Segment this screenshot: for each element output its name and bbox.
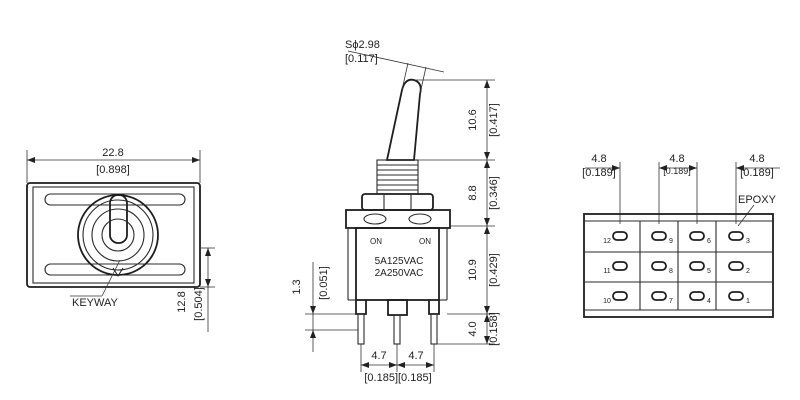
terminal-slot xyxy=(612,261,628,271)
washer-plate xyxy=(345,209,451,229)
base-left-foot xyxy=(355,300,367,315)
pin-number-label: 2 xyxy=(746,268,750,275)
body-mm-label: 10.9 xyxy=(467,259,479,280)
bushing-in-label: [0.346] xyxy=(488,176,500,210)
on-left-label: ON xyxy=(370,237,382,246)
body-in-label: [0.429] xyxy=(488,253,500,287)
terminal-grid: 12 9 6 3 11 8 5 2 10 7 4 1 xyxy=(603,231,750,305)
small-in-label: [0.051] xyxy=(318,266,330,300)
terminal-slot xyxy=(728,291,744,301)
pin-number-label: 11 xyxy=(603,268,610,275)
upper-slot xyxy=(44,193,186,206)
mounting-nut xyxy=(361,193,434,211)
hex-nut-inner xyxy=(82,199,154,271)
epoxy-label: EPOXY xyxy=(738,194,777,206)
bushing-dia-mm-label: Sϕ2.98 xyxy=(345,39,380,51)
keyway-label: KEYWAY xyxy=(72,297,119,309)
bushing-dia-in-label: [0.117] xyxy=(345,53,378,65)
pitch-3-in-label: [0.189] xyxy=(740,167,774,179)
pitch-left-mm-label: 4.7 xyxy=(371,350,386,362)
terminal-slot xyxy=(612,291,628,301)
on-right-label: ON xyxy=(419,237,431,246)
pitch-1-in-label: [0.189] xyxy=(582,167,616,179)
terminal-slot xyxy=(689,291,705,301)
pitch-right-mm-label: 4.7 xyxy=(408,350,423,362)
bushing-bore xyxy=(101,218,135,252)
bushing-mm-label: 8.8 xyxy=(467,185,479,200)
base-right-foot xyxy=(428,300,440,315)
rating-line-2: 2A250VAC xyxy=(375,268,424,279)
pin-number-label: 12 xyxy=(603,238,611,245)
hex-nut-outer xyxy=(77,194,159,276)
terminal-len-mm-label: 4.0 xyxy=(467,321,479,336)
small-mm-label: 1.3 xyxy=(291,279,303,294)
terminal-slot xyxy=(612,231,628,241)
lever-mm-label: 10.6 xyxy=(467,109,479,130)
nut-right-dome xyxy=(408,213,432,225)
terminal-right xyxy=(430,313,438,345)
terminal-left xyxy=(357,313,365,345)
bushing-ring xyxy=(91,208,145,262)
pin-number-label: 7 xyxy=(669,298,673,305)
bottom-view: 4.8 [0.189] 4.8 [0.189] 4.8 [0.189] EPOX… xyxy=(582,153,780,318)
pin-number-label: 3 xyxy=(746,238,750,245)
pitch-2-mm-label: 4.8 xyxy=(669,153,684,165)
terminal-slot xyxy=(689,261,705,271)
terminal-slot xyxy=(689,231,705,241)
terminal-len-in-label: [0.158] xyxy=(488,312,500,346)
width-mm-label: 22.8 xyxy=(102,147,123,159)
pin-number-label: 9 xyxy=(669,238,673,245)
terminal-slot xyxy=(651,291,667,301)
terminal-slot xyxy=(728,261,744,271)
pin-number-label: 4 xyxy=(707,298,711,305)
housing-inner xyxy=(32,186,195,284)
height-mm-label: 12.8 xyxy=(176,291,188,312)
pin-number-label: 6 xyxy=(707,238,711,245)
terminal-slot xyxy=(728,231,744,241)
terminal-slot xyxy=(651,261,667,271)
lever-top xyxy=(109,194,128,244)
thread-lines xyxy=(377,164,418,191)
side-view: Sϕ2.98 [0.117] ON ON 5A125VAC 2A250VAC xyxy=(291,39,500,384)
center-lug xyxy=(387,299,408,316)
pin-number-label: 5 xyxy=(707,268,711,275)
terminal-center xyxy=(393,314,401,345)
lever xyxy=(385,78,422,161)
pitch-1-mm-label: 4.8 xyxy=(591,153,606,165)
rating-line-1: 5A125VAC xyxy=(375,256,424,267)
pitch-3-mm-label: 4.8 xyxy=(749,153,764,165)
top-view: 22.8 [0.898] KEYWAY 12.8 [0.504] xyxy=(26,147,215,332)
base-outline xyxy=(583,213,774,318)
terminal-slot xyxy=(651,231,667,241)
lever-in-label: [0.417] xyxy=(488,103,500,137)
height-in-label: [0.504] xyxy=(193,287,205,321)
pitch-2-in-label: [0.189] xyxy=(663,166,691,176)
housing-outline xyxy=(26,182,201,288)
pin-number-label: 8 xyxy=(669,268,673,275)
pitch-in-label: [0.185][0.185] xyxy=(364,372,431,384)
pin-number-label: 10 xyxy=(603,298,611,305)
nut-left-dome xyxy=(363,213,387,225)
pin-number-label: 1 xyxy=(746,298,750,305)
width-in-label: [0.898] xyxy=(96,164,130,176)
